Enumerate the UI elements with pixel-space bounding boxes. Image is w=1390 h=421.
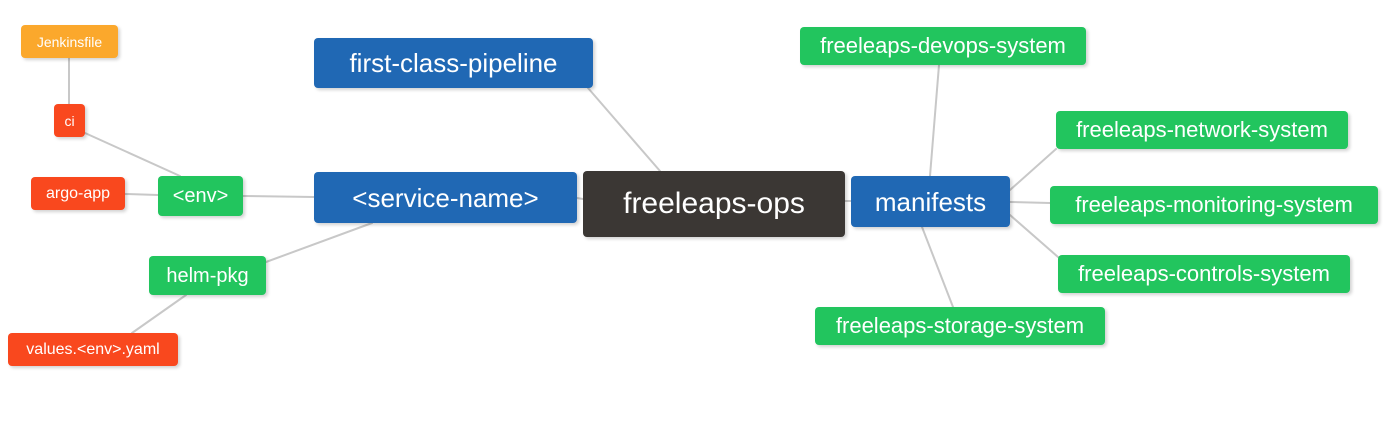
mindmap-edge-env-to-service <box>242 195 315 198</box>
mindmap-node-label: freeleaps-ops <box>623 187 805 220</box>
mindmap-edge-devops-to-manifests <box>929 64 940 177</box>
mindmap-node-manifests[interactable]: manifests <box>851 176 1010 227</box>
mindmap-node-monitoring[interactable]: freeleaps-monitoring-system <box>1050 186 1378 224</box>
mindmap-node-network[interactable]: freeleaps-network-system <box>1056 111 1348 149</box>
mindmap-node-label: freeleaps-network-system <box>1076 117 1328 142</box>
mindmap-edge-storage-to-manifests <box>921 226 954 308</box>
mindmap-node-label: <service-name> <box>352 182 539 213</box>
mindmap-edge-pipeline-to-root <box>587 87 661 172</box>
mindmap-node-env[interactable]: <env> <box>158 176 243 216</box>
mindmap-node-values[interactable]: values.<env>.yaml <box>8 333 178 366</box>
mindmap-node-ci[interactable]: ci <box>54 104 85 137</box>
mindmap-node-label: freeleaps-controls-system <box>1078 261 1330 286</box>
mindmap-node-label: manifests <box>874 186 987 217</box>
mindmap-node-label: values.<env>.yaml <box>26 340 160 358</box>
mindmap-node-label: freeleaps-monitoring-system <box>1075 192 1353 217</box>
mindmap-node-controls[interactable]: freeleaps-controls-system <box>1058 255 1350 293</box>
mindmap-node-helm[interactable]: helm-pkg <box>149 256 266 295</box>
mindmap-node-argo[interactable]: argo-app <box>31 177 125 210</box>
mindmap-edge-helm-to-service <box>265 222 373 263</box>
mindmap-node-label: freeleaps-storage-system <box>835 313 1085 338</box>
mindmap-node-label: Jenkinsfile <box>36 33 103 50</box>
mindmap-node-storage[interactable]: freeleaps-storage-system <box>815 307 1105 345</box>
mindmap-node-service[interactable]: <service-name> <box>314 172 577 223</box>
mindmap-node-label: helm-pkg <box>166 264 249 287</box>
mindmap-edge-ci-to-env <box>84 132 181 177</box>
mindmap-node-label: <env> <box>172 185 229 207</box>
mindmap-node-root[interactable]: freeleaps-ops <box>583 171 845 237</box>
mindmap-edge-argo-to-env <box>124 193 159 196</box>
mindmap-edge-network-to-manifests <box>1009 148 1057 191</box>
mindmap-node-pipeline[interactable]: first-class-pipeline <box>314 38 593 88</box>
mindmap-edge-values-to-helm <box>131 294 187 334</box>
mindmap-node-label: first-class-pipeline <box>349 48 558 78</box>
mindmap-edge-monitoring-to-manifests <box>1009 201 1051 204</box>
mindmap-node-label: ci <box>64 112 75 129</box>
mindmap-node-label: freeleaps-devops-system <box>820 33 1066 58</box>
mindmap-node-devops[interactable]: freeleaps-devops-system <box>800 27 1086 65</box>
mindmap-node-label: argo-app <box>45 184 111 202</box>
mindmap-node-jenkinsfile[interactable]: Jenkinsfile <box>21 25 118 58</box>
